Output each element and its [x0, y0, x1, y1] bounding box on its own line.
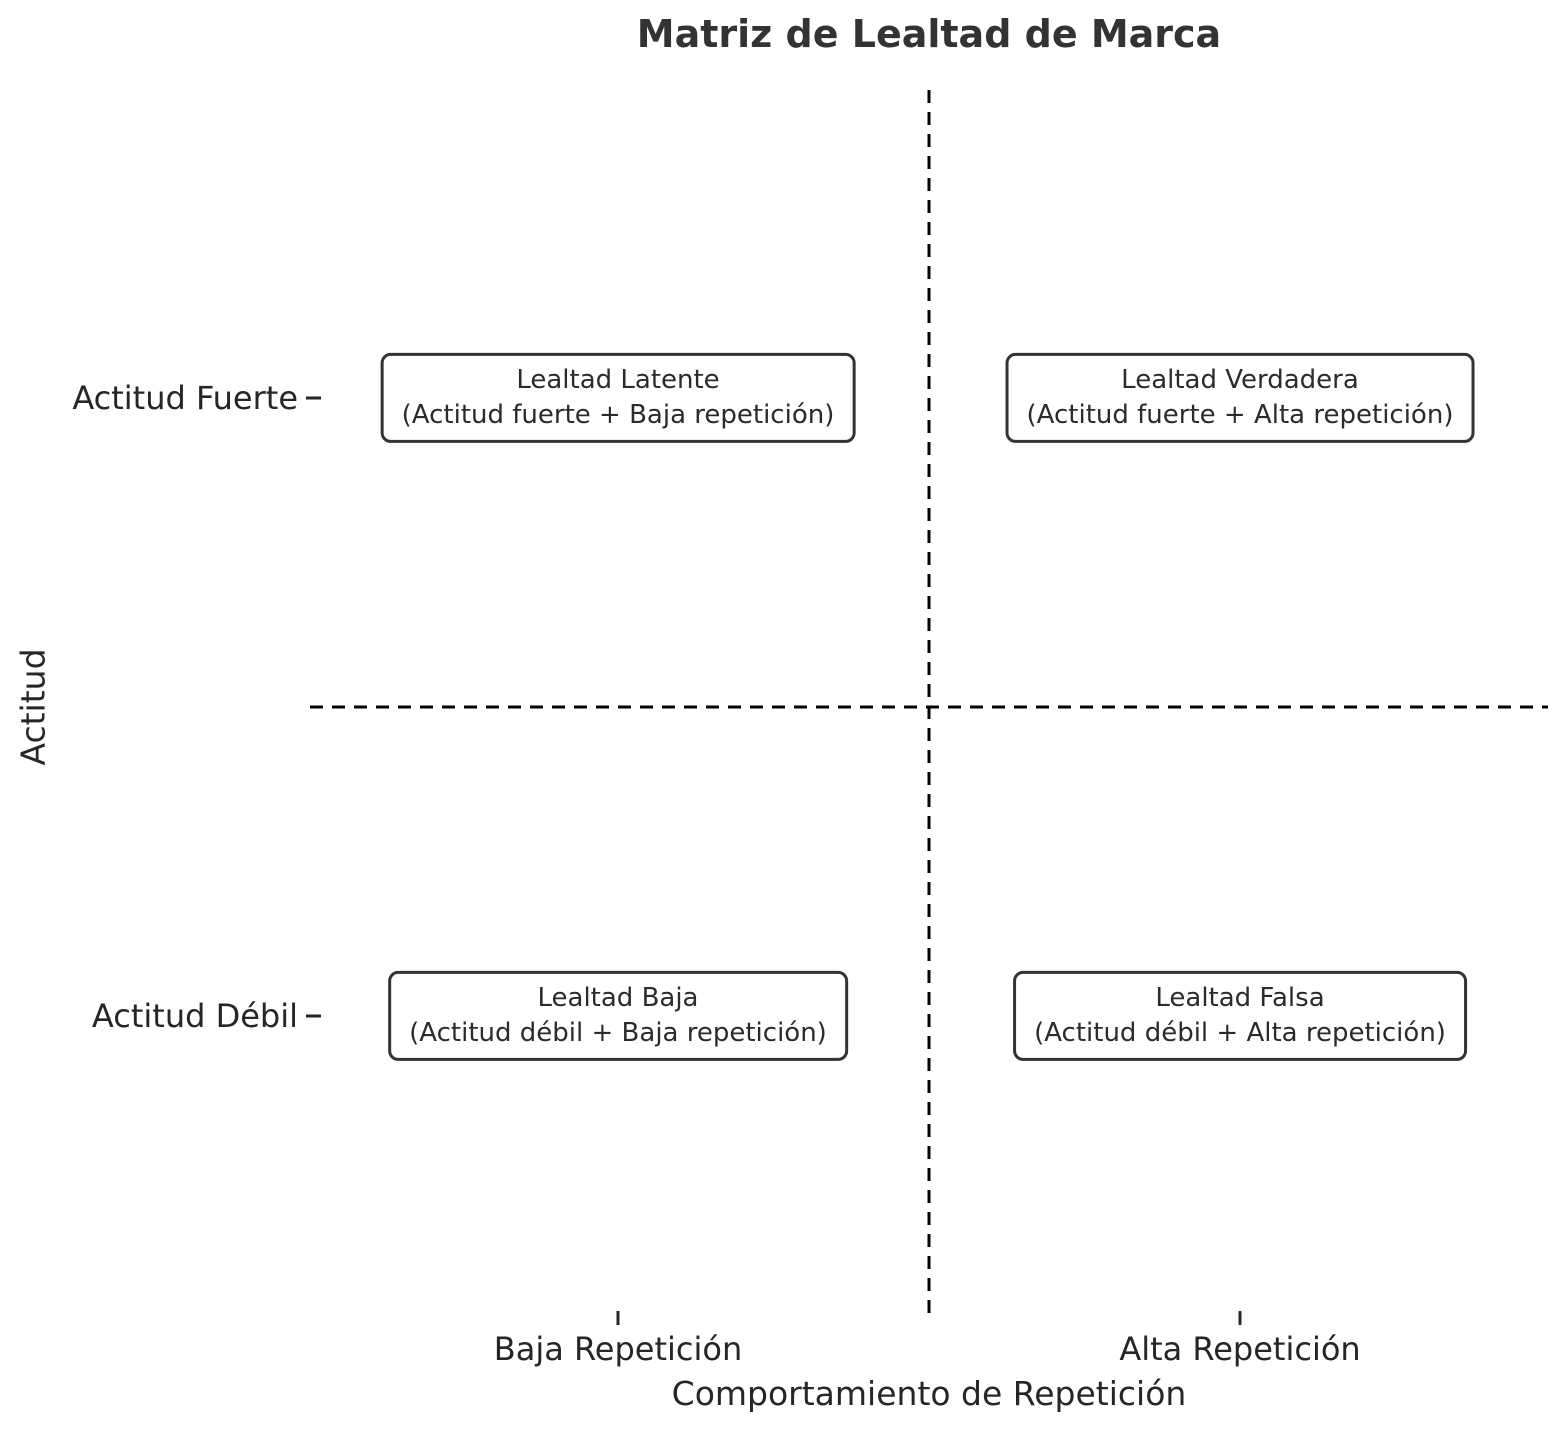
chart-title: Matriz de Lealtad de Marca: [636, 12, 1222, 56]
y-axis-label: Actitud: [13, 648, 53, 766]
quadrant-box-subtitle: (Actitud fuerte + Baja repetición): [401, 400, 835, 430]
quadrant-box-title: Lealtad Falsa: [1155, 982, 1325, 1013]
quadrant-box-lealtad-latente: Lealtad Latente (Actitud fuerte + Baja r…: [380, 352, 856, 444]
x-tick-label-alta-repeticion: Alta Repetición: [1119, 1330, 1361, 1368]
quadrant-box-title: Lealtad Latente: [516, 364, 720, 395]
y-tick-label-actitud-debil: Actitud Débil: [91, 997, 298, 1035]
quadrant-box-subtitle: (Actitud débil + Baja repetición): [409, 1018, 827, 1048]
x-tick-label-baja-repeticion: Baja Repetición: [493, 1330, 743, 1368]
quadrant-box-lealtad-verdadera: Lealtad Verdadera (Actitud fuerte + Alta…: [1005, 352, 1475, 444]
quadrant-box-lealtad-baja: Lealtad Baja (Actitud débil + Baja repet…: [388, 970, 848, 1062]
quadrant-box-subtitle: (Actitud fuerte + Alta repetición): [1026, 400, 1454, 430]
quadrant-box-subtitle: (Actitud débil + Alta repetición): [1034, 1018, 1446, 1048]
quadrant-box-lealtad-falsa: Lealtad Falsa (Actitud débil + Alta repe…: [1013, 970, 1467, 1062]
quadrant-box-title: Lealtad Verdadera: [1121, 364, 1359, 395]
quadrant-box-title: Lealtad Baja: [537, 982, 699, 1013]
y-tick-label-actitud-fuerte: Actitud Fuerte: [72, 379, 298, 417]
x-axis-label: Comportamiento de Repetición: [671, 1374, 1187, 1413]
